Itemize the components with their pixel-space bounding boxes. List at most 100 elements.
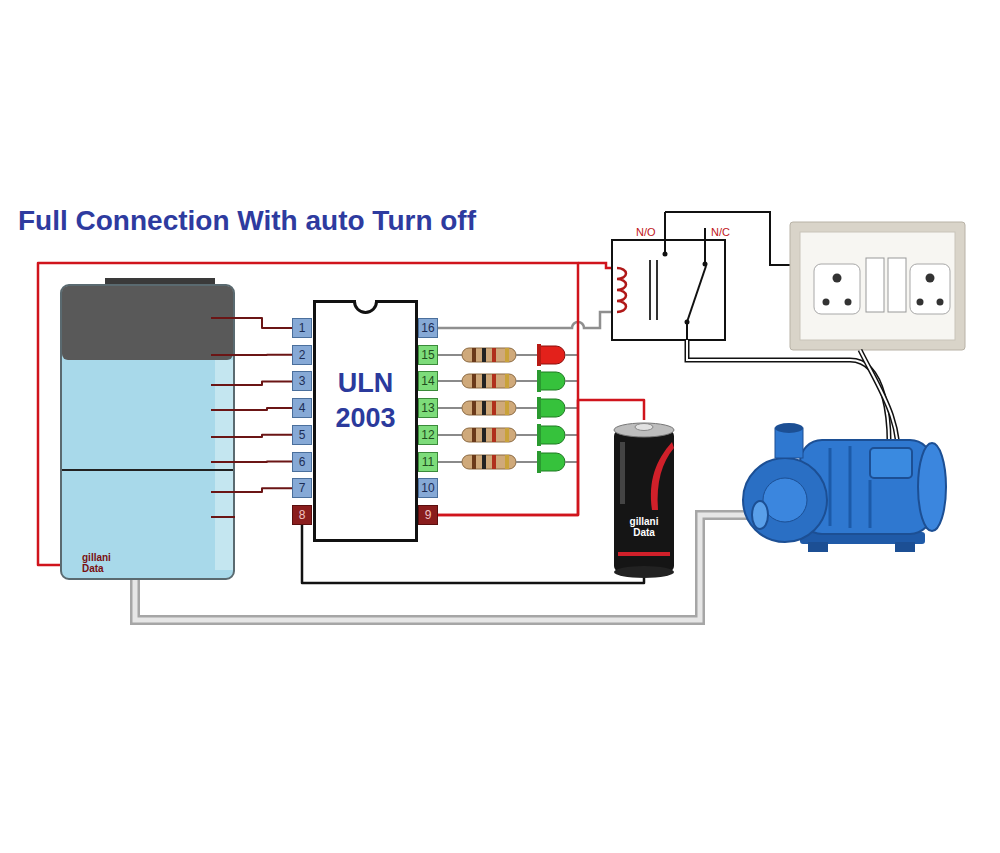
resistor-led-branch xyxy=(516,354,540,356)
resistor-led-branch xyxy=(565,380,578,382)
resistor-led-branch xyxy=(462,374,516,388)
wire-connector xyxy=(235,318,292,328)
water-tank-outline xyxy=(60,278,235,580)
resistor-led-branch xyxy=(438,451,578,473)
relay-symbol xyxy=(649,260,651,320)
resistor-led-branch xyxy=(438,461,462,463)
wall-socket xyxy=(937,299,944,306)
relay-symbol xyxy=(687,266,706,322)
pin-number: 1 xyxy=(299,322,306,334)
resistor-led-branch xyxy=(540,426,565,444)
pin-number: 9 xyxy=(425,509,432,521)
resistor-led-branch xyxy=(505,374,509,388)
relay-contact-label: N/O xyxy=(636,226,656,238)
pin-number: 6 xyxy=(299,456,306,468)
resistor-led-branch xyxy=(505,348,509,362)
resistor-led-branch xyxy=(462,428,516,442)
level-probe xyxy=(211,461,235,463)
brand-text: gillani Data xyxy=(622,516,666,538)
resistor-led-branch xyxy=(438,407,462,409)
resistor-led-branch xyxy=(438,380,462,382)
wall-socket xyxy=(800,232,955,340)
resistor-led-branch xyxy=(482,455,486,469)
relay-contact-label: N/C xyxy=(711,226,730,238)
level-probe xyxy=(211,516,235,518)
water-pump xyxy=(918,443,946,531)
resistor-led-branch xyxy=(482,401,486,415)
relay-symbol xyxy=(704,228,706,262)
wire-connector xyxy=(235,461,292,464)
resistor-led-branch xyxy=(482,374,486,388)
resistor-led-branch xyxy=(537,370,541,392)
driver-ic: ULN 2003 xyxy=(313,300,418,542)
level-line xyxy=(62,469,233,471)
ic-pin: 11 xyxy=(418,452,438,472)
wire-connector xyxy=(235,354,292,356)
battery-cell-outline xyxy=(612,420,676,578)
pin-number: 2 xyxy=(299,349,306,361)
resistor-led-branch xyxy=(565,461,578,463)
battery-top xyxy=(614,423,674,437)
ic-body xyxy=(315,302,417,541)
wall-socket xyxy=(888,258,906,312)
water-pump xyxy=(895,542,915,552)
resistor-led-branch xyxy=(537,397,541,419)
wall-socket xyxy=(790,222,965,350)
ic-pin: 4 xyxy=(292,398,312,418)
level-probe xyxy=(211,409,235,411)
ic-pin: 6 xyxy=(292,452,312,472)
ic-pin: 1 xyxy=(292,318,312,338)
pin-number: 11 xyxy=(422,456,434,468)
water-pump xyxy=(869,480,872,528)
resistor-led-branch xyxy=(565,354,578,356)
level-probe xyxy=(211,317,235,319)
relay-symbol xyxy=(656,260,658,320)
socket-wire xyxy=(665,212,792,265)
resistor-led-branch xyxy=(472,348,476,362)
level-probe xyxy=(211,384,235,386)
wall-socket xyxy=(917,299,924,306)
ic-pin: 16 xyxy=(418,318,438,338)
relay-symbol xyxy=(663,252,668,257)
relay-feed-wire xyxy=(438,312,617,328)
wire-connector xyxy=(235,408,292,410)
wall-socket xyxy=(823,299,830,306)
relay-symbol xyxy=(617,268,626,312)
resistor-led-branch xyxy=(565,407,578,409)
resistor-led-branch xyxy=(438,344,578,366)
resistor-led-branch xyxy=(482,348,486,362)
ic-pin: 7 xyxy=(292,478,312,498)
water-pump xyxy=(752,501,768,529)
ic-pin: 15 xyxy=(418,345,438,365)
wire-connector xyxy=(235,435,292,437)
relay-symbol xyxy=(612,212,725,340)
resistor-led-branch xyxy=(438,397,578,419)
resistor-led-branch xyxy=(438,354,462,356)
pin-number: 8 xyxy=(299,509,306,521)
battery-highlight xyxy=(620,442,625,504)
resistor-led-branch xyxy=(492,374,496,388)
battery-cell: gillani Data xyxy=(612,420,676,578)
pin-number: 16 xyxy=(421,322,434,334)
wall-socket xyxy=(814,264,860,314)
resistor-led-branch xyxy=(540,372,565,390)
resistor-led-branch xyxy=(438,424,578,446)
ic-pin: 14 xyxy=(418,371,438,391)
brand-text: gillani Data xyxy=(82,552,126,574)
pin-number: 14 xyxy=(421,375,434,387)
socket-wire xyxy=(665,212,792,265)
resistor-led-branch xyxy=(505,401,509,415)
probe-strip xyxy=(215,360,233,570)
resistor-led-branch xyxy=(516,380,540,382)
relay-symbol xyxy=(686,322,688,340)
wire-connector xyxy=(235,488,292,492)
pin-number: 12 xyxy=(421,429,434,441)
water-pump xyxy=(743,458,827,542)
resistor-led-branch xyxy=(540,346,565,364)
battery-bottom xyxy=(614,566,674,578)
resistor-led-branch xyxy=(516,434,540,436)
pin-number: 15 xyxy=(421,349,434,361)
tank-air-space xyxy=(62,286,233,360)
level-probe xyxy=(211,354,235,356)
